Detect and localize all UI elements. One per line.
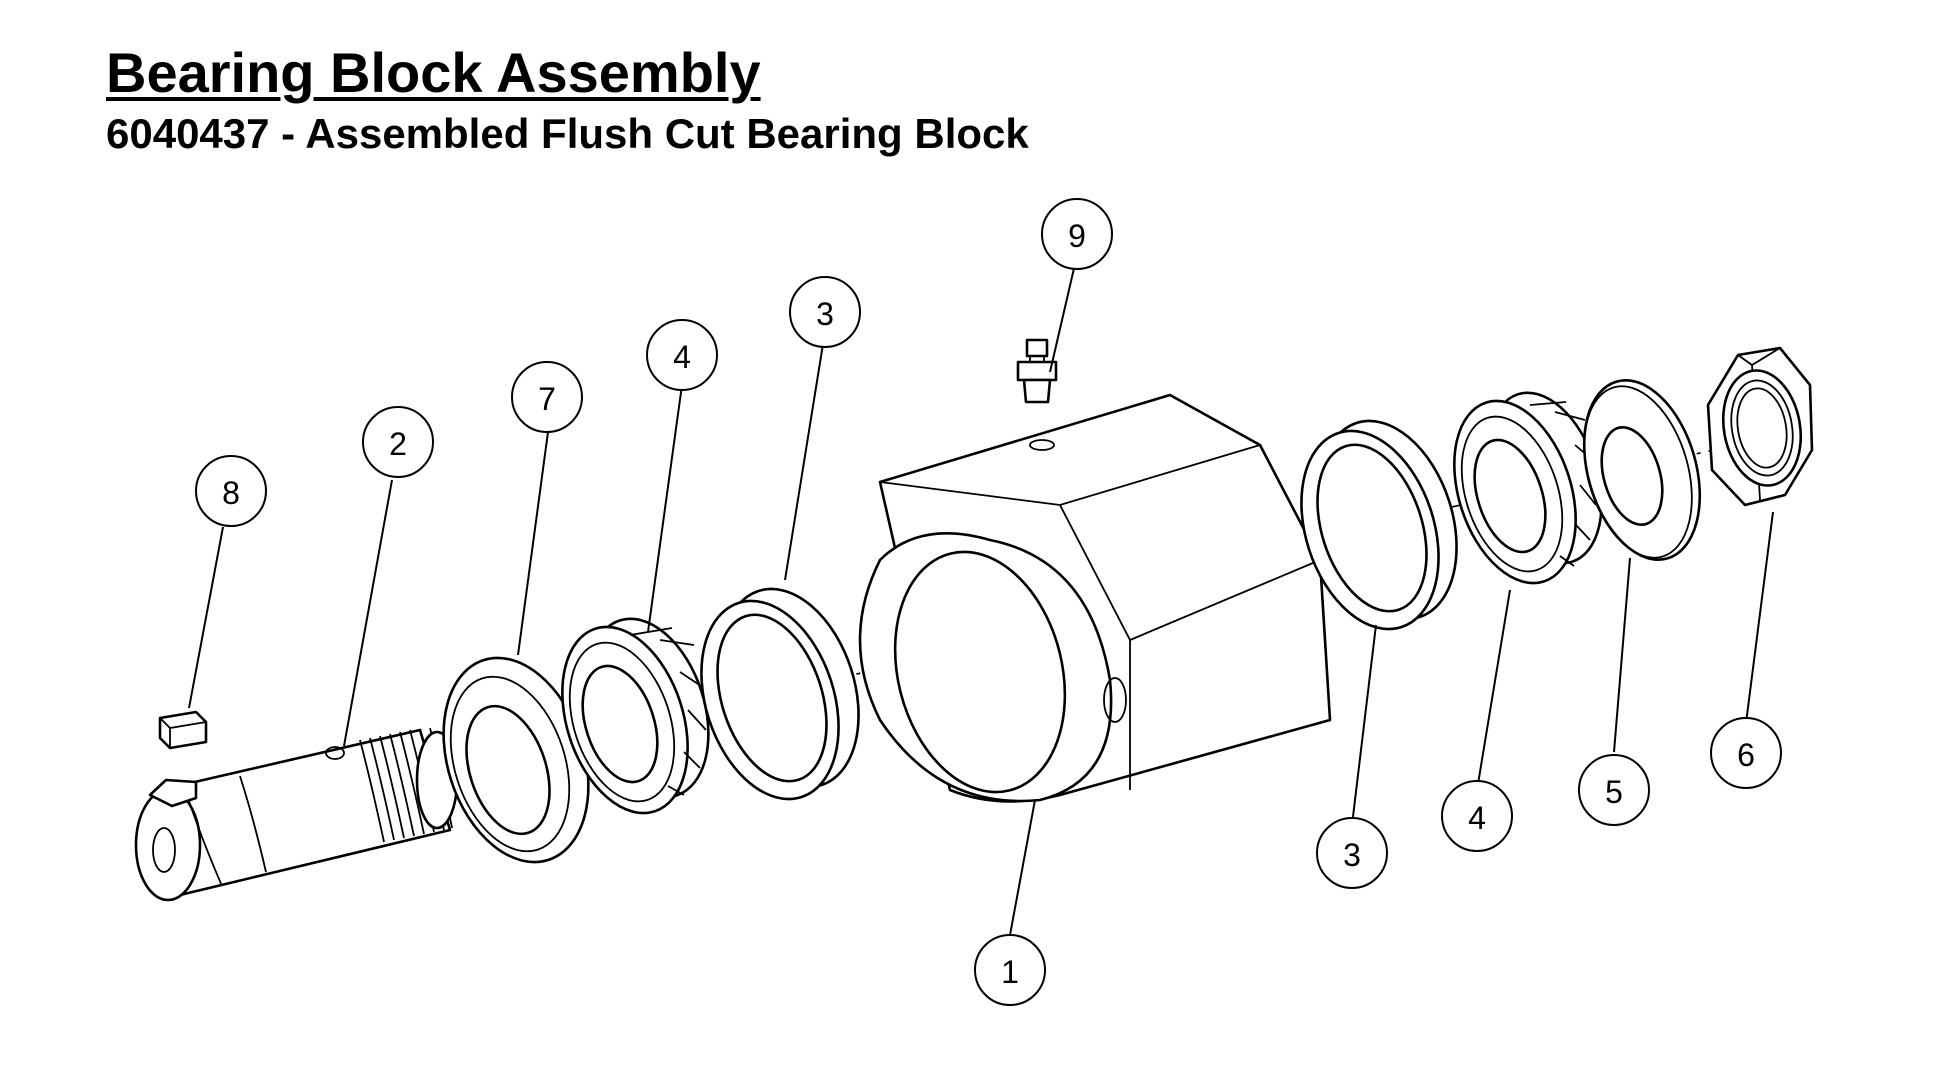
callout-7: 7: [511, 361, 583, 433]
page-title: Bearing Block Assembly: [106, 41, 761, 104]
callout-8: 8: [195, 455, 267, 527]
leader-lines: [188, 263, 1774, 936]
callout-2-label: 2: [389, 426, 407, 462]
part-housing: [858, 393, 1332, 803]
callout-9-label: 9: [1068, 218, 1086, 254]
callout-3b: 3: [1316, 817, 1388, 889]
callout-4b: 4: [1441, 780, 1513, 852]
part-bearing-cone-left: [561, 617, 710, 815]
part-grease-fitting: [1016, 338, 1058, 404]
callout-3a: 3: [789, 276, 861, 348]
callout-3a-label: 3: [816, 296, 834, 332]
part-hex-nut: [1706, 346, 1814, 507]
part-bearing-cone-right: [1453, 391, 1603, 585]
callout-6: 6: [1710, 717, 1782, 789]
callout-5-label: 5: [1605, 774, 1623, 810]
callout-4b-label: 4: [1468, 800, 1486, 836]
callout-7-label: 7: [538, 381, 556, 417]
part-bearing-cup-left: [700, 587, 860, 801]
callout-1: 1: [974, 934, 1046, 1006]
callout-1-label: 1: [1001, 954, 1019, 990]
part-bearing-cup-right: [1300, 419, 1458, 631]
part-washer: [1582, 379, 1702, 561]
part-seal: [442, 656, 590, 864]
page-subtitle: 6040437 - Assembled Flush Cut Bearing Bl…: [106, 110, 1029, 157]
callout-8-label: 8: [222, 475, 240, 511]
callout-2: 2: [362, 406, 434, 478]
callout-3b-label: 3: [1343, 837, 1361, 873]
part-shaft: [134, 727, 459, 902]
callout-9: 9: [1041, 198, 1113, 270]
callout-4a-label: 4: [673, 339, 691, 375]
callout-4a: 4: [646, 319, 718, 391]
callout-5: 5: [1578, 754, 1650, 826]
part-key: [158, 710, 208, 750]
callout-6-label: 6: [1737, 737, 1755, 773]
